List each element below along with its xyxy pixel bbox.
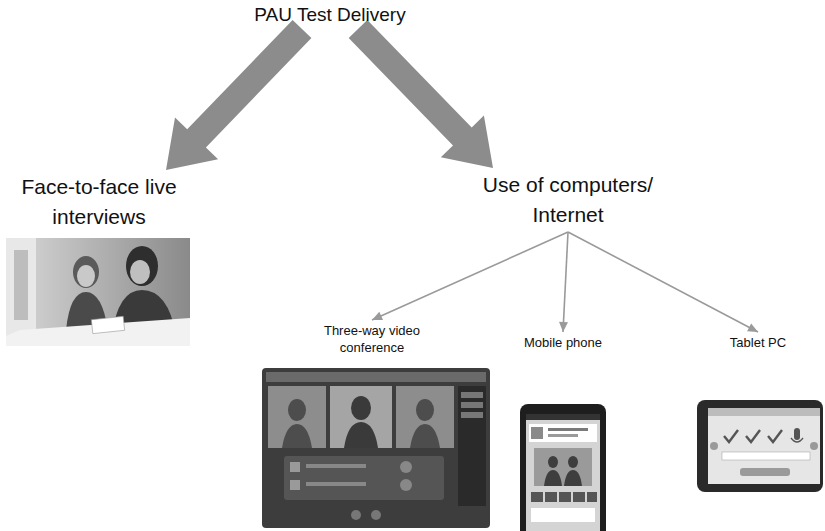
node-label: Three-way video conference bbox=[311, 322, 433, 356]
mobile-phone-illustration bbox=[520, 404, 606, 531]
device-node: Three-way video conference bbox=[307, 320, 437, 358]
node-label: Tablet PC bbox=[730, 334, 786, 351]
block-arrow bbox=[166, 20, 311, 170]
node-label: Use of computers/ Internet bbox=[457, 170, 679, 230]
device-node: Mobile phone bbox=[520, 332, 606, 353]
tablet-illustration bbox=[697, 400, 823, 492]
block-arrow bbox=[349, 20, 493, 168]
device-node: Tablet PC bbox=[726, 332, 790, 353]
heading-node: PAU Test Delivery bbox=[250, 1, 409, 29]
branch-node: Face-to-face live interviews bbox=[2, 170, 196, 234]
branch-arrow bbox=[372, 232, 568, 320]
video-conference-screenshot bbox=[262, 368, 490, 528]
node-label: PAU Test Delivery bbox=[254, 3, 405, 27]
branch-arrow bbox=[568, 232, 758, 332]
node-label: Mobile phone bbox=[524, 334, 602, 351]
interview-photo bbox=[6, 238, 190, 346]
branch-node: Use of computers/ Internet bbox=[453, 168, 683, 232]
branch-arrow bbox=[559, 232, 568, 332]
node-label: Face-to-face live interviews bbox=[6, 172, 192, 232]
